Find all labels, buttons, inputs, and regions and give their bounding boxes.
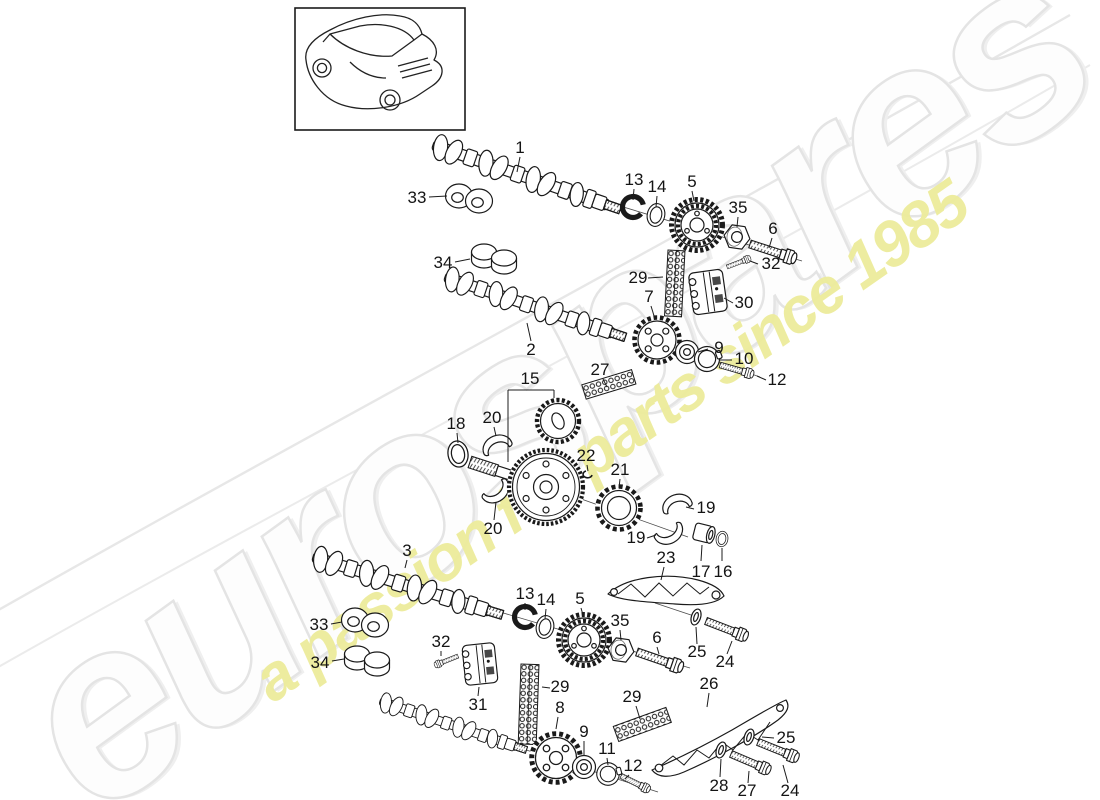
callout-29b: 29	[551, 677, 570, 696]
stud-27-bolt	[728, 747, 774, 777]
callout-8: 8	[555, 698, 564, 717]
callout-29c: 29	[623, 687, 642, 706]
callout-19b: 19	[627, 528, 646, 547]
bearing-9-bottom	[571, 754, 597, 780]
callout-7: 7	[644, 287, 653, 306]
bolt-12-bottom	[618, 771, 653, 795]
callout-6b: 6	[652, 628, 661, 647]
callout-29a: 29	[629, 268, 648, 287]
screw-32-bottom	[432, 652, 460, 670]
callout-16: 16	[714, 562, 733, 581]
tensioner-rail-23	[607, 575, 725, 606]
callout-24a: 24	[716, 652, 735, 671]
bushing-17	[692, 522, 716, 544]
callout-22: 22	[577, 446, 596, 465]
ring-18	[445, 438, 471, 470]
gear-21	[595, 484, 643, 532]
callout-2: 2	[526, 340, 535, 359]
callout-12b: 12	[624, 756, 643, 775]
callout-14a: 14	[648, 177, 667, 196]
sprocket-8	[530, 732, 583, 785]
callout-5a: 5	[687, 172, 696, 191]
callout-35a: 35	[729, 198, 748, 217]
washer-25-upper	[688, 607, 704, 627]
callout-9a: 9	[714, 338, 723, 357]
callout-18: 18	[447, 414, 466, 433]
callout-25b: 25	[777, 728, 796, 747]
chain-29-right	[612, 706, 672, 743]
nut-35-top	[721, 223, 753, 251]
callout-10: 10	[735, 349, 754, 368]
callout-24b: 24	[781, 781, 800, 800]
callout-13a: 13	[625, 170, 644, 189]
lifters-34-bottom	[343, 645, 391, 677]
camshaft-sprocket-5-top	[670, 198, 725, 253]
tensioner-pad-30	[687, 268, 729, 316]
callout-17: 17	[692, 562, 711, 581]
callout-31: 31	[469, 695, 488, 714]
callout-6a: 6	[768, 219, 777, 238]
seal-16	[714, 529, 730, 549]
bolt-6-bottom	[634, 644, 686, 676]
lifters-33-bottom	[340, 607, 390, 638]
callout-25a: 25	[688, 642, 707, 661]
callout-27b: 27	[738, 781, 757, 800]
callout-11: 11	[598, 739, 616, 758]
callout-20a: 20	[483, 408, 502, 427]
clip-22	[582, 470, 593, 479]
leader-lines	[330, 156, 789, 784]
callout-26: 26	[700, 674, 719, 693]
callout-20b: 20	[484, 519, 503, 538]
tensioner-pad-31	[460, 641, 499, 687]
car-icon	[305, 14, 443, 111]
camshaft-2	[438, 262, 631, 351]
callout-5b: 5	[575, 589, 584, 608]
callout-14b: 14	[537, 590, 556, 609]
chain-29-left	[517, 663, 540, 746]
gear-22	[506, 447, 586, 527]
callout-34a: 34	[434, 253, 453, 272]
car-thumbnail	[294, 7, 466, 131]
callout-1: 1	[515, 138, 524, 157]
callout-3: 3	[402, 541, 411, 560]
chain-29-top	[664, 249, 686, 318]
screw-32-top	[725, 254, 753, 271]
callout-32a: 32	[762, 254, 781, 273]
camshaft-sprocket-5-bottom	[557, 613, 612, 668]
callout-21: 21	[611, 460, 630, 479]
camshaft-4	[374, 689, 531, 762]
tensioner-rail-26	[651, 699, 789, 777]
callout-15: 15	[521, 369, 540, 388]
callout-9b: 9	[579, 722, 588, 741]
callout-34b: 34	[311, 653, 330, 672]
lifters-33-top	[444, 183, 494, 214]
stud-24-upper	[703, 614, 751, 644]
callout-23: 23	[657, 548, 676, 567]
callout-27a: 27	[591, 360, 610, 379]
callout-19a: 19	[697, 498, 716, 517]
callout-33a: 33	[408, 188, 427, 207]
callout-32b: 32	[432, 632, 451, 651]
callout-labels: 1 33 34 13 14 5 35 6 32 29 30 7 2 9 10 1…	[310, 138, 800, 800]
callout-13b: 13	[516, 584, 535, 603]
lifters-34-top	[470, 243, 518, 275]
callout-28: 28	[710, 776, 729, 795]
flange-11	[593, 759, 625, 789]
callout-35b: 35	[611, 611, 630, 630]
gear-15	[534, 397, 582, 445]
gear-7	[633, 316, 682, 365]
callout-33b: 33	[310, 615, 329, 634]
callout-30: 30	[735, 293, 754, 312]
camshaft-1	[426, 130, 626, 224]
bearing-shell-19-upper	[658, 489, 694, 516]
chain-27	[581, 369, 637, 400]
callout-12a: 12	[768, 370, 787, 389]
